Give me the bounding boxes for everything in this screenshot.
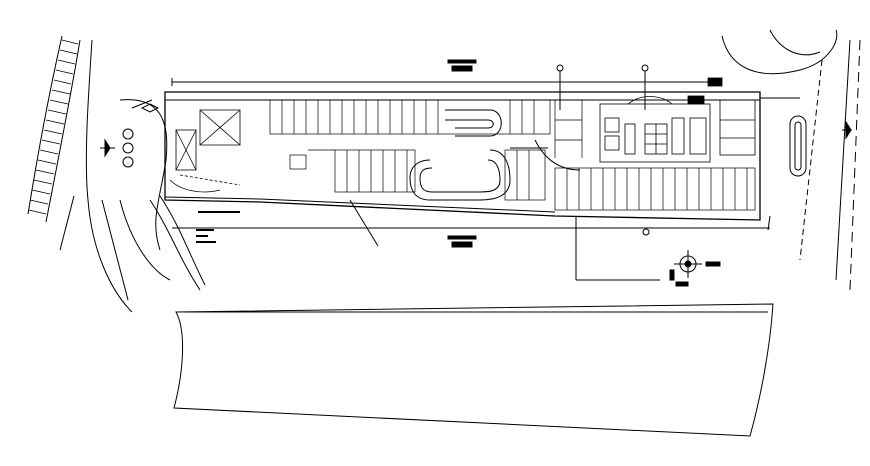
entrance-plaza: [100, 99, 206, 291]
tree-icon: [122, 156, 134, 168]
tree-icon: [122, 128, 134, 140]
ramp: [409, 109, 581, 201]
top-dimension: [171, 59, 716, 110]
tree-icon: [122, 142, 134, 154]
parking-row-middle: [289, 149, 546, 201]
bottom-annotations: [172, 199, 770, 281]
north-arrow-icon: [669, 250, 721, 287]
left-road: [27, 35, 171, 313]
core-block: [599, 77, 756, 163]
lower-parcel: [173, 303, 774, 437]
garage-building: [164, 77, 761, 221]
right-road: [721, 29, 861, 291]
parking-row-upper: [269, 99, 583, 158]
parking-row-lower: [554, 167, 756, 211]
entrance-block: [169, 109, 241, 193]
